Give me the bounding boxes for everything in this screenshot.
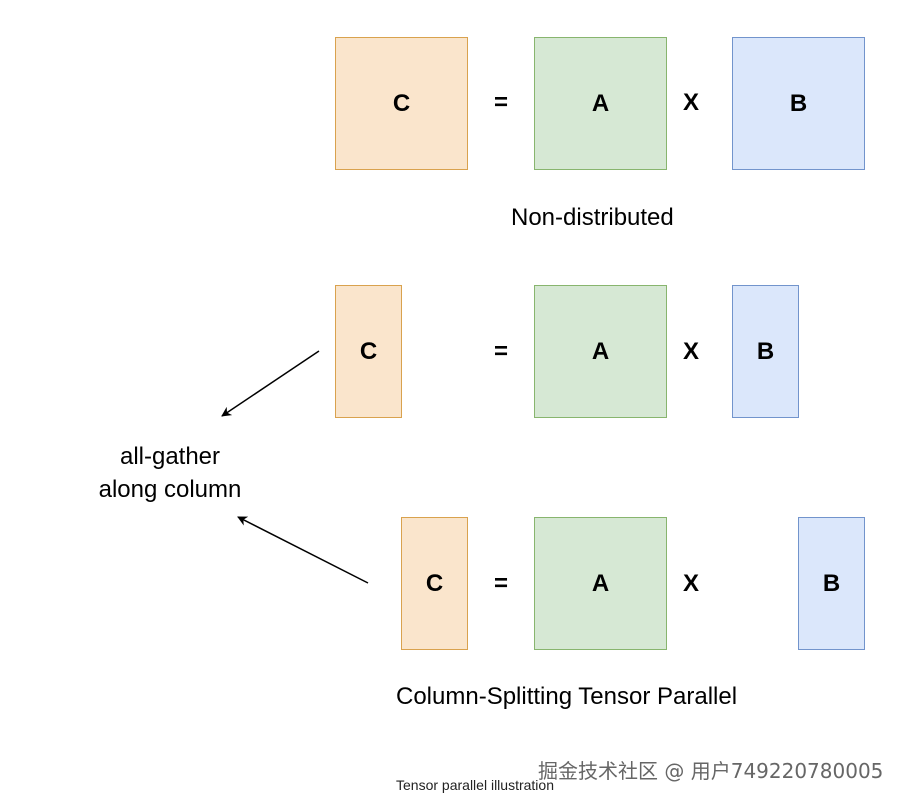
- matrix-b-label: B: [756, 337, 775, 365]
- multiply-sign: X: [682, 338, 699, 365]
- matrix-c-label: C: [359, 337, 378, 365]
- matrix-a-full: A: [534, 285, 667, 418]
- multiply-sign: X: [682, 89, 699, 116]
- multiply-sign: X: [682, 570, 699, 597]
- matrix-c-half-left: C: [335, 285, 402, 418]
- all-gather-label: all-gather along column: [70, 440, 270, 506]
- equals-sign: =: [493, 89, 508, 116]
- matrix-a-label: A: [591, 89, 610, 117]
- matrix-c-label: C: [392, 89, 411, 117]
- matrix-c-half-right: C: [401, 517, 468, 650]
- column-splitting-caption: Column-Splitting Tensor Parallel: [396, 683, 738, 710]
- equals-sign: =: [493, 338, 508, 365]
- arrow-from-top-c: [221, 350, 320, 417]
- matrix-b-label: B: [822, 569, 841, 597]
- matrix-b-label: B: [789, 89, 808, 117]
- all-gather-line-1: all-gather: [119, 443, 221, 470]
- matrix-a-label: A: [591, 337, 610, 365]
- matrix-c-full: C: [335, 37, 468, 170]
- matrix-b-full: B: [732, 37, 865, 170]
- matrix-a-full: A: [534, 517, 667, 650]
- arrow-from-bottom-c: [237, 516, 369, 584]
- equals-sign: =: [493, 570, 508, 597]
- non-distributed-caption: Non-distributed: [511, 204, 674, 231]
- footer-caption: Tensor parallel illustration: [396, 777, 554, 793]
- watermark: 掘金技术社区 @ 用户749220780005: [538, 759, 884, 783]
- matrix-a-full: A: [534, 37, 667, 170]
- matrix-b-half-right: B: [798, 517, 865, 650]
- matrix-c-label: C: [425, 569, 444, 597]
- matrix-b-half-left: B: [732, 285, 799, 418]
- matrix-a-label: A: [591, 569, 610, 597]
- all-gather-line-2: along column: [98, 476, 242, 503]
